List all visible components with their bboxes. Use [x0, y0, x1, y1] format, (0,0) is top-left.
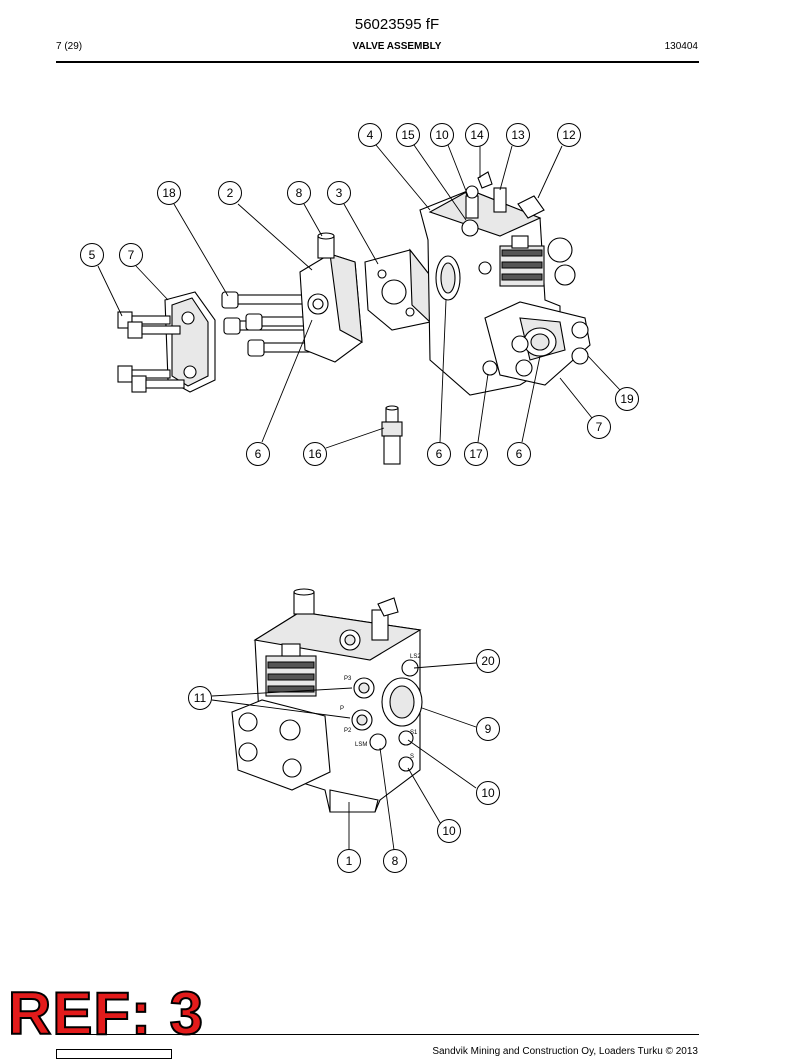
callout-17: 17	[464, 442, 488, 466]
callout-19: 19	[615, 387, 639, 411]
left-flange	[117, 291, 216, 393]
upper-leader-lines	[97, 144, 621, 449]
svg-text:10: 10	[442, 824, 456, 838]
lower-assembled-view: LS2 P3 P P2 LSM S1 S 20 11 9 10 10 1 8	[188, 588, 500, 873]
callout-16: 16	[303, 442, 327, 466]
copyright-text: Sandvik Mining and Construction Oy, Load…	[432, 1046, 698, 1057]
callout-20: 20	[476, 649, 500, 673]
outlet-flange	[484, 301, 591, 386]
callout-13: 13	[506, 123, 530, 147]
callout-4: 4	[358, 123, 382, 147]
callout-6-mid: 6	[427, 442, 451, 466]
svg-text:17: 17	[469, 447, 483, 461]
callout-14: 14	[465, 123, 489, 147]
svg-text:9: 9	[485, 722, 492, 736]
callout-3: 3	[327, 181, 351, 205]
svg-text:8: 8	[392, 854, 399, 868]
solenoid-coil	[499, 235, 576, 287]
svg-text:10: 10	[481, 786, 495, 800]
callout-18: 18	[157, 181, 181, 205]
pressure-sensor	[381, 405, 403, 465]
callout-6-right: 6	[507, 442, 531, 466]
callout-10-lower: 10	[437, 819, 461, 843]
adapter-block	[299, 232, 363, 363]
svg-text:P: P	[340, 706, 344, 712]
callout-8: 8	[287, 181, 311, 205]
footer-rule	[56, 1034, 699, 1035]
svg-text:16: 16	[308, 447, 322, 461]
callout-10-upper: 10	[476, 781, 500, 805]
svg-text:S: S	[410, 754, 414, 760]
svg-text:2: 2	[227, 186, 234, 200]
callout-1: 1	[337, 849, 361, 873]
callout-11: 11	[188, 686, 212, 710]
svg-text:S1: S1	[410, 730, 418, 736]
ref-stamp: REF: 3	[7, 980, 205, 1047]
callout-5: 5	[80, 243, 104, 267]
upper-exploded-view: 4 15 10 14 13 12 18 2 8 3 5 7 19 7 6 16 …	[80, 123, 639, 466]
port-labels: LS2 P3 P P2 LSM S1 S	[340, 654, 421, 760]
svg-text:8: 8	[296, 186, 303, 200]
page-title: VALVE ASSEMBLY	[352, 41, 442, 52]
page-number: 7 (29)	[56, 41, 83, 52]
svg-text:6: 6	[255, 447, 262, 461]
svg-text:6: 6	[436, 447, 443, 461]
flange-plate	[364, 248, 433, 331]
svg-text:LS2: LS2	[410, 654, 421, 660]
svg-text:20: 20	[481, 654, 495, 668]
svg-text:7: 7	[596, 420, 603, 434]
svg-text:19: 19	[620, 392, 634, 406]
svg-text:7: 7	[128, 248, 135, 262]
svg-text:14: 14	[470, 128, 484, 142]
svg-text:5: 5	[89, 248, 96, 262]
svg-text:P2: P2	[344, 728, 352, 734]
lower-leader-lines	[211, 662, 477, 851]
svg-text:4: 4	[367, 128, 374, 142]
callout-6-left: 6	[246, 442, 270, 466]
svg-text:18: 18	[162, 186, 176, 200]
callout-8-lower: 8	[383, 849, 407, 873]
document-number: 56023595 fF	[354, 16, 440, 33]
callout-10: 10	[430, 123, 454, 147]
callout-7-left: 7	[119, 243, 143, 267]
svg-text:13: 13	[511, 128, 525, 142]
svg-text:15: 15	[401, 128, 415, 142]
header-rule	[56, 61, 699, 63]
callout-12: 12	[557, 123, 581, 147]
flange-bolts	[117, 311, 185, 393]
svg-text:12: 12	[562, 128, 576, 142]
date-code: 130404	[664, 41, 698, 52]
svg-text:P3: P3	[344, 676, 352, 682]
callout-2: 2	[218, 181, 242, 205]
company-logo	[56, 1049, 172, 1059]
callout-15: 15	[396, 123, 420, 147]
svg-text:3: 3	[336, 186, 343, 200]
svg-text:1: 1	[346, 854, 353, 868]
svg-text:6: 6	[516, 447, 523, 461]
svg-text:10: 10	[435, 128, 449, 142]
svg-text:LSM: LSM	[355, 742, 367, 748]
callout-9: 9	[476, 717, 500, 741]
callout-7-right: 7	[587, 415, 611, 439]
svg-text:11: 11	[194, 691, 207, 705]
